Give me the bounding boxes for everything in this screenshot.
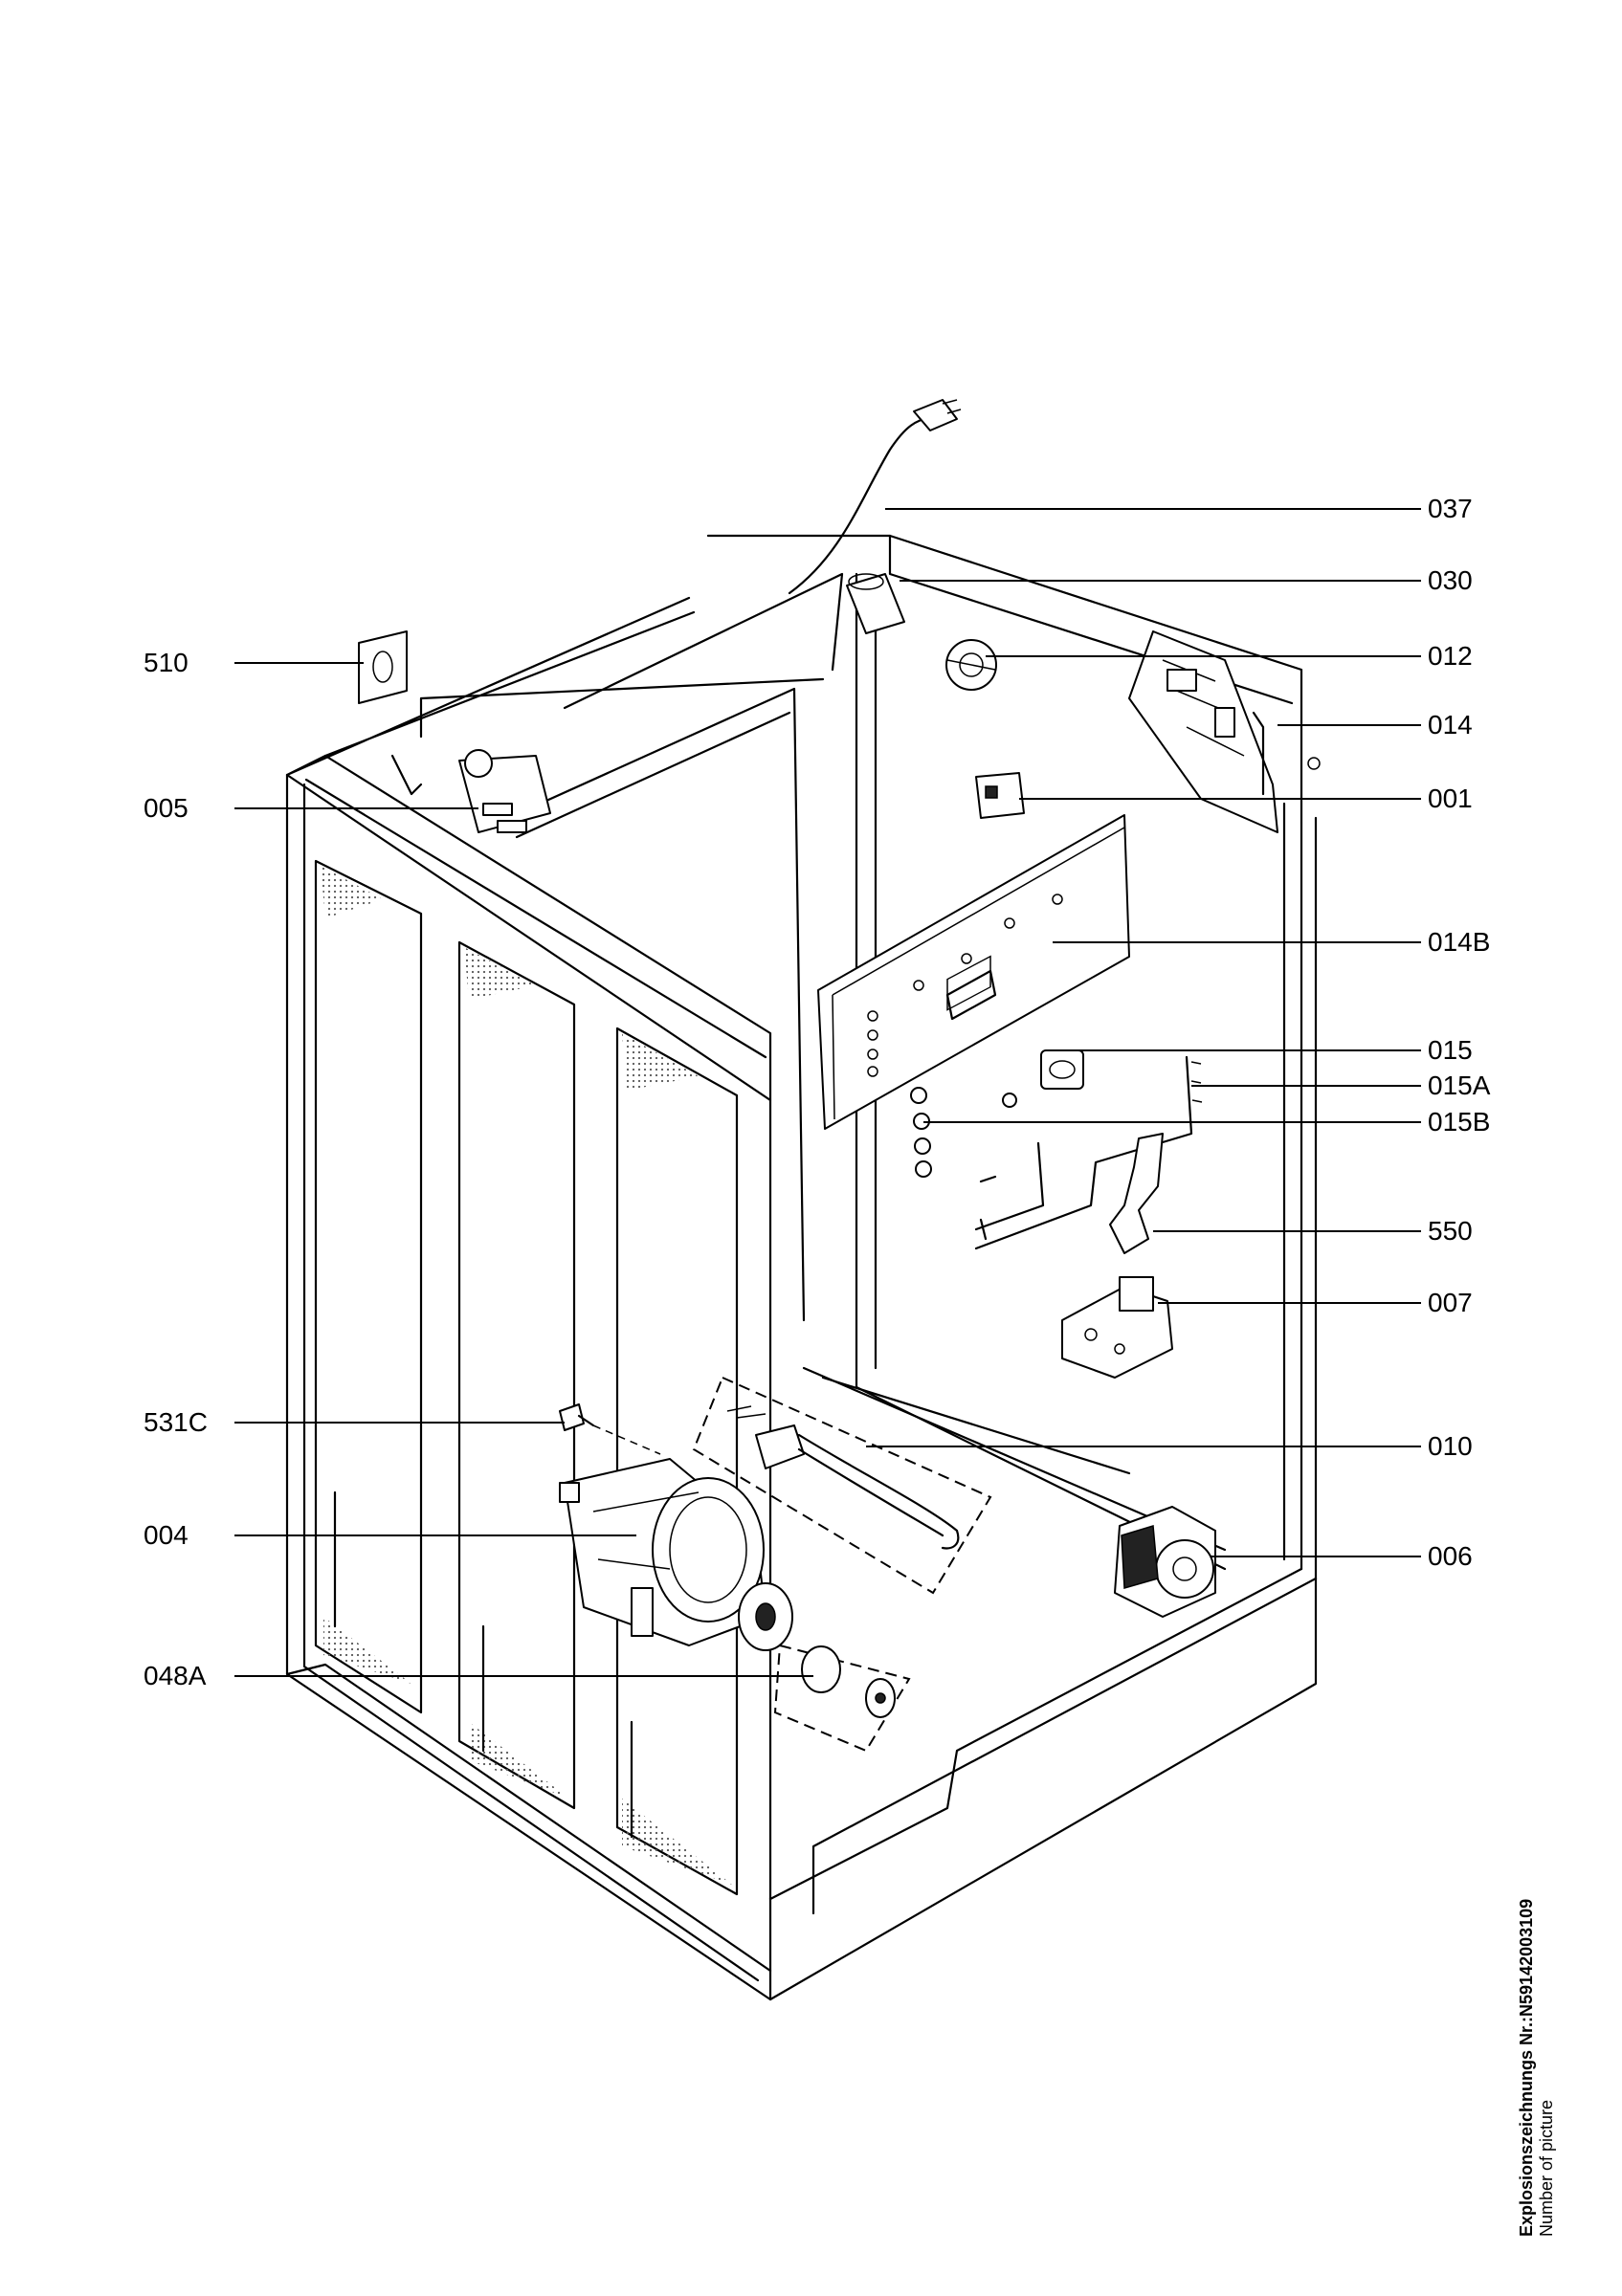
indicator-lamp-part <box>1040 1049 1084 1090</box>
callout-030: 030 <box>1428 565 1473 595</box>
callout-048A: 048A <box>144 1661 207 1690</box>
callout-006: 006 <box>1428 1541 1473 1571</box>
rear-inner-box <box>496 572 844 1322</box>
capacitor-part <box>846 573 905 634</box>
pulley-part <box>773 1644 911 1753</box>
mains-cable-part <box>788 399 962 595</box>
callout-007: 007 <box>1428 1288 1473 1317</box>
pressure-switch-part <box>945 639 997 691</box>
interference-filter-part <box>975 772 1025 819</box>
motor-part <box>559 1458 793 1651</box>
heating-element-part <box>692 1376 992 1595</box>
callout-014B: 014B <box>1428 927 1491 957</box>
push-rods-part <box>974 1055 1203 1250</box>
screw-part <box>559 1403 661 1455</box>
drawing-number: Explosionszeichnungs Nr.:N59142003109 <box>1517 1898 1536 2237</box>
callout-015A: 015A <box>1428 1071 1491 1100</box>
callout-005: 005 <box>144 793 189 823</box>
callout-010: 010 <box>1428 1431 1473 1461</box>
door-lever-part <box>1109 1133 1164 1254</box>
drawing-number-caption: Explosionszeichnungs Nr.:N59142003109 Nu… <box>1517 1899 1556 2237</box>
callout-004: 004 <box>144 1520 189 1550</box>
leader-lines <box>234 508 1421 1677</box>
callout-550: 550 <box>1428 1216 1473 1246</box>
electronic-module-part <box>1128 630 1321 833</box>
knobs-part <box>910 1087 1017 1178</box>
callout-015B: 015B <box>1428 1107 1491 1137</box>
door-lock-part <box>1061 1276 1173 1379</box>
callout-037: 037 <box>1428 494 1473 523</box>
cabinet-frame <box>285 534 1318 2001</box>
control-panel-part <box>817 814 1130 1130</box>
callout-015: 015 <box>1428 1035 1473 1065</box>
plate-part <box>358 630 408 704</box>
callout-510: 510 <box>144 648 189 677</box>
side-panels <box>314 859 739 1896</box>
callout-012: 012 <box>1428 641 1473 671</box>
drain-pump-part <box>1114 1506 1216 1618</box>
callout-014: 014 <box>1428 710 1473 740</box>
inlet-valve-part <box>390 749 551 833</box>
drawing-number-subtitle: Number of picture <box>1536 2099 1556 2237</box>
callout-001: 001 <box>1428 784 1473 813</box>
callout-531C: 531C <box>144 1407 208 1437</box>
